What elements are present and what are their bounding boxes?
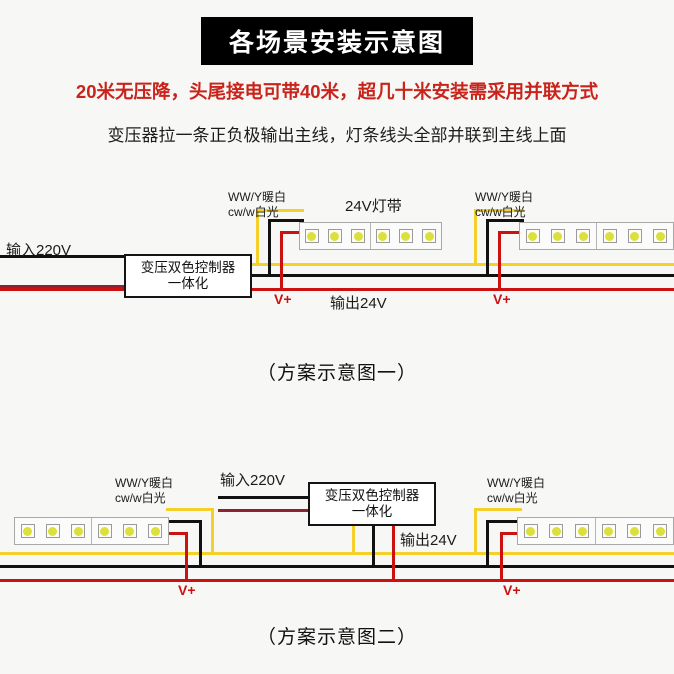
strip-segment <box>15 518 92 544</box>
led-chip <box>601 524 616 538</box>
strip-segment <box>597 223 673 249</box>
led-chip <box>45 524 60 538</box>
subtitle-instruction: 变压器拉一条正负极输出主线，灯条线头全部并联到主线上面 <box>107 126 567 145</box>
input-neutral-wire <box>0 285 124 288</box>
controller-out-red <box>392 526 395 580</box>
led-chip <box>71 524 86 538</box>
led-chip <box>122 524 137 538</box>
branch-red-horizontal-right <box>498 231 524 234</box>
led-chip <box>351 229 366 243</box>
strip-segment <box>596 518 673 544</box>
led-chip <box>525 229 540 243</box>
branch-yellow-horizontal-right <box>474 209 524 212</box>
strip-segment <box>520 223 597 249</box>
diagram-one-left-color-label: WW/Y暖白 cw/w白光 <box>228 190 286 219</box>
branch-red-horizontal-left-lower <box>166 532 188 535</box>
bus-yellow-ww-lower <box>0 552 674 555</box>
branch-black-vertical-right <box>486 219 489 276</box>
branch-black-horizontal-left-lower <box>166 520 202 523</box>
led-chip <box>653 229 668 243</box>
diagram-two-left-color-label: WW/Y暖白 cw/w白光 <box>115 476 173 505</box>
bus-black-cw-lower <box>0 565 674 568</box>
diagram-two-caption: （方案示意图二） <box>256 627 417 648</box>
led-chip <box>304 229 319 243</box>
led-chip <box>375 229 390 243</box>
led-strip-middle-left <box>299 222 442 250</box>
branch-black-vertical-right-lower <box>486 520 489 567</box>
branch-red-vertical-left <box>280 231 283 291</box>
diagram-one-output-label: 输出24V <box>330 295 387 312</box>
diagram-one-vplus-right: V+ <box>493 291 511 307</box>
diagram-one-strip-label: 24V灯带 <box>345 198 402 215</box>
led-chip <box>550 229 565 243</box>
bus-red-vplus <box>0 288 674 291</box>
led-strip-left-lower <box>14 517 169 545</box>
page-title: 各场景安装示意图 <box>228 29 445 57</box>
strip-segment <box>371 223 441 249</box>
diagram-two-input-live-wire <box>218 496 308 499</box>
branch-red-horizontal-right-lower <box>500 532 522 535</box>
branch-yellow-horizontal-right-lower <box>474 508 522 511</box>
led-chip <box>549 524 564 538</box>
branch-yellow-vertical-left-lower <box>211 508 214 554</box>
diagram-one-input-label: 输入220V <box>6 242 72 259</box>
branch-yellow-vertical-left <box>256 209 259 265</box>
branch-black-horizontal-right-lower <box>486 520 522 523</box>
led-chip <box>602 229 617 243</box>
led-chip <box>575 524 590 538</box>
led-strip-right <box>519 222 674 250</box>
diagram-two-right-color-label: WW/Y暖白 cw/w白光 <box>487 476 545 505</box>
branch-yellow-horizontal-left-lower <box>166 508 214 511</box>
strip-segment <box>518 518 596 544</box>
subtitle-warning: 20米无压降，头尾接电可带40米，超几十米安装需采用并联方式 <box>75 81 599 102</box>
led-chip <box>422 229 437 243</box>
diagram-two-vplus-left: V+ <box>178 582 196 598</box>
led-chip <box>398 229 413 243</box>
bus-black-cw <box>252 274 674 277</box>
branch-red-vertical-left-lower <box>185 532 188 581</box>
branch-yellow-vertical-right <box>474 209 477 265</box>
input-live-wire <box>0 255 124 258</box>
led-strip-right-lower <box>517 517 674 545</box>
branch-red-vertical-right <box>498 231 501 291</box>
diagram-one-controller-box: 变压双色控制器 一体化 <box>124 254 252 298</box>
led-chip <box>20 524 35 538</box>
diagram-two-vplus-right: V+ <box>503 582 521 598</box>
diagram-one-right-color-label: WW/Y暖白 cw/w白光 <box>475 190 533 219</box>
diagram-one-vplus-left: V+ <box>274 291 292 307</box>
branch-red-vertical-right-lower <box>500 532 503 581</box>
led-chip <box>576 229 591 243</box>
strip-segment <box>300 223 371 249</box>
diagram-two-output-label: 输出24V <box>400 532 457 549</box>
led-chip <box>523 524 538 538</box>
page-title-banner: 各场景安装示意图 <box>201 17 473 65</box>
branch-yellow-horizontal-left <box>256 209 304 212</box>
diagram-two-input-neutral-wire <box>218 509 308 512</box>
controller-out-yellow <box>352 526 355 554</box>
branch-red-horizontal-left <box>280 231 304 234</box>
led-chip <box>327 229 342 243</box>
diagram-two-controller-box: 变压双色控制器 一体化 <box>308 482 436 526</box>
controller-out-black <box>372 526 375 566</box>
bus-red-vplus-lower <box>0 579 674 582</box>
diagram-one-caption: （方案示意图一） <box>256 363 417 384</box>
bus-yellow-ww <box>252 263 674 266</box>
branch-black-horizontal-right <box>486 219 524 222</box>
led-chip <box>653 524 668 538</box>
led-chip <box>148 524 163 538</box>
branch-black-horizontal-left <box>268 219 304 222</box>
led-chip <box>627 229 642 243</box>
diagram-two-input-label: 输入220V <box>220 472 286 489</box>
led-chip <box>97 524 112 538</box>
branch-black-vertical-left <box>268 219 271 276</box>
led-chip <box>627 524 642 538</box>
strip-segment <box>92 518 168 544</box>
branch-black-vertical-left-lower <box>199 520 202 567</box>
branch-yellow-vertical-right-lower <box>474 508 477 554</box>
